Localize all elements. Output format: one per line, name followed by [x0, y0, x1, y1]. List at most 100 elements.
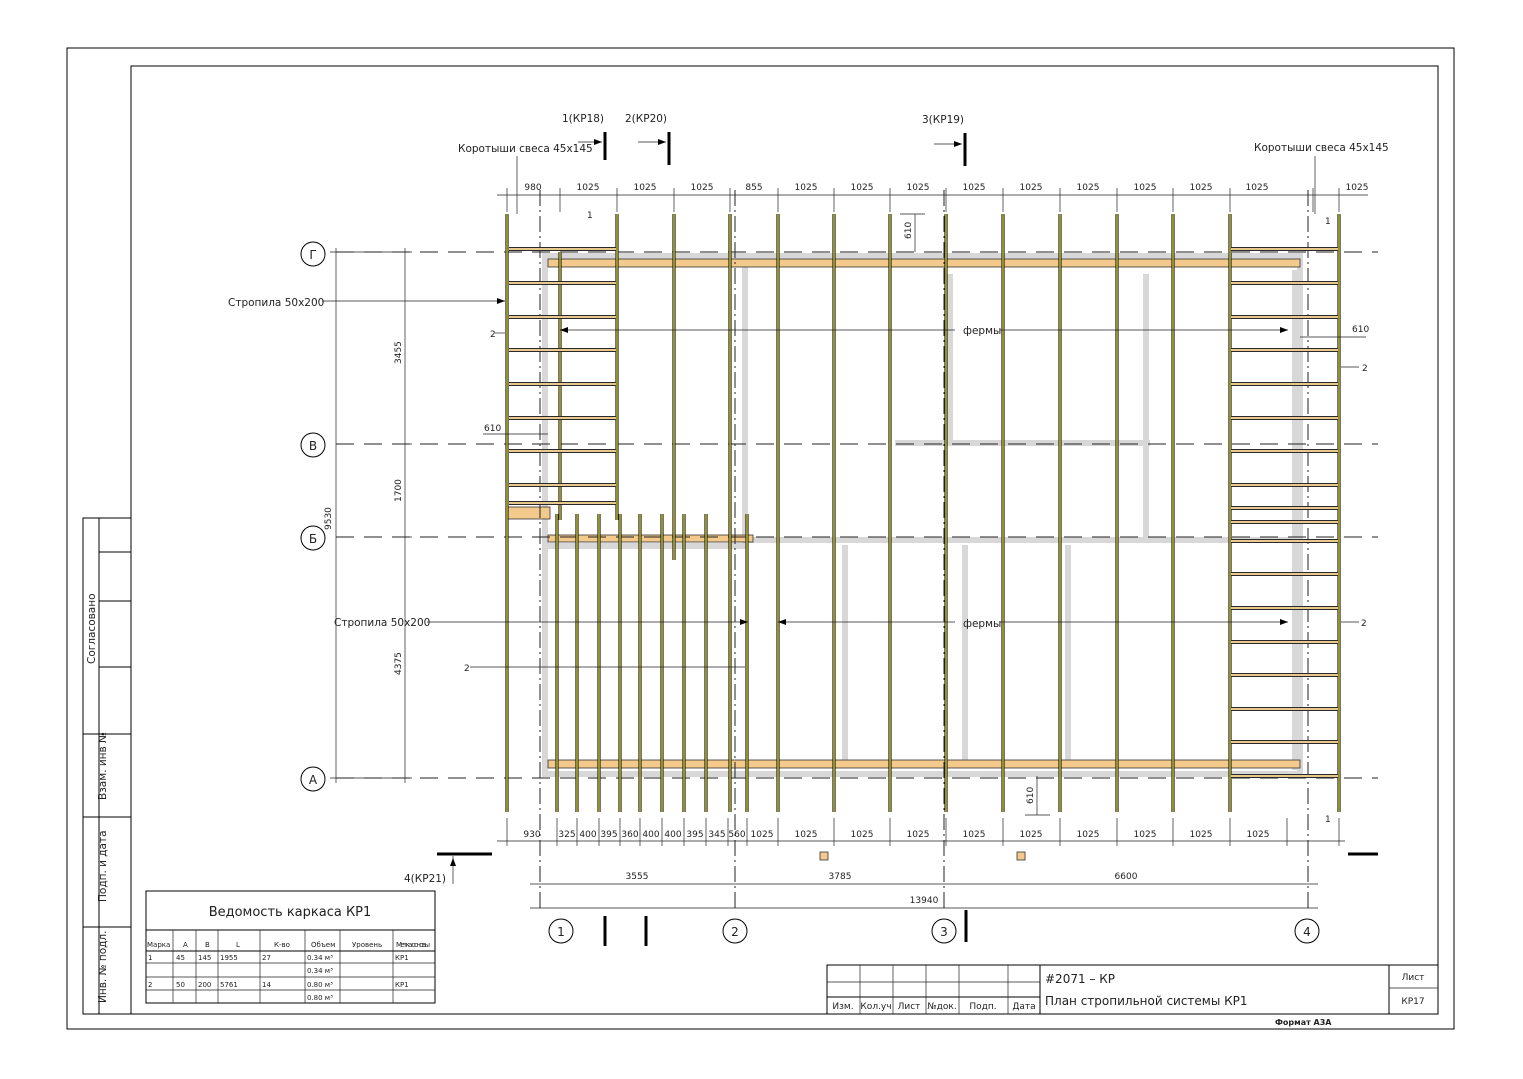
schedule-header: Объем	[311, 941, 335, 949]
schedule-cell: КР1	[395, 981, 409, 989]
axis-bubble-row: Г	[300, 241, 326, 267]
sheet-label: Лист	[1402, 973, 1425, 983]
dim-vertical: 4375	[394, 652, 404, 675]
dim-span-2-3: 3785	[829, 872, 852, 882]
dim-top-label: 1025	[634, 183, 657, 193]
tb-col-label: №док.	[927, 1002, 956, 1012]
mark-label: 2	[490, 330, 496, 340]
tb-col-label: Кол.уч	[860, 1002, 891, 1012]
stamp-inv-orig: Инв. № подл.	[97, 931, 109, 1003]
dim-top-label: 1025	[577, 183, 600, 193]
schedule-table: Ведомость каркаса КР1 Марка A B L К-во О…	[145, 890, 436, 1004]
sheet-title: План стропильной системы КР1	[1045, 994, 1248, 1008]
dim-bottom-label: 1025	[1247, 830, 1270, 840]
dim-span-3-4: 6600	[1115, 872, 1138, 882]
svg-text:1: 1	[557, 925, 565, 939]
mark-label: 2	[464, 664, 470, 674]
axis-bubble-col: 4	[1294, 918, 1320, 944]
schedule-cell: 0.34 м³	[307, 954, 333, 962]
dim-bottom-label: 395	[600, 830, 617, 840]
schedule-header: Марка	[147, 941, 170, 949]
dim-bottom-label: 395	[686, 830, 703, 840]
dim-bottom-label: 1025	[1077, 830, 1100, 840]
dim-top-label: 980	[524, 183, 541, 193]
schedule-cell: 0.34 м³	[307, 967, 333, 975]
dim-top-label: 855	[745, 183, 762, 193]
dim-bottom-label: 1025	[1134, 830, 1157, 840]
rafters-label-bottom: Стропила 50х200	[334, 617, 430, 629]
schedule-header: К-во	[274, 941, 290, 949]
axis-bubble-row: А	[300, 766, 326, 792]
trusses-label-bottom: фермы	[963, 618, 1001, 630]
dim-bottom-label: 400	[579, 830, 596, 840]
mark-label: 2	[1362, 364, 1368, 374]
stamp-sign-date: Подп. и дата	[97, 830, 109, 902]
svg-text:Б: Б	[309, 532, 317, 546]
dim-overall: 13940	[910, 896, 939, 906]
dim-bottom-label: 1025	[795, 830, 818, 840]
section-2-label: 2(КР20)	[625, 113, 667, 125]
bottom-dimension-chain: 930 325 400 395 360 400 400 395 345 560 …	[497, 818, 1345, 846]
plates	[507, 258, 1301, 769]
tb-col-label: Дата	[1012, 1002, 1035, 1012]
callouts: Коротыши свеса 45х145 Коротыши свеса 45х…	[228, 142, 1389, 825]
title-block: Изм. Кол.уч Лист №док. Подп. Дата #2071 …	[826, 964, 1439, 1027]
section-1-label: 1(КР18)	[562, 113, 604, 125]
dim-top-label: 1025	[907, 183, 930, 193]
schedule-cell: 145	[198, 954, 211, 962]
dim-top-label: 1025	[851, 183, 874, 193]
side-stamp: Согласовано Взам. инв № Подп. и дата Инв…	[82, 517, 132, 1015]
schedule-cell: 50	[176, 981, 185, 989]
mark-label: 1	[587, 211, 593, 221]
outer-frame	[66, 47, 1455, 1030]
overhang-shorts-right	[1231, 247, 1338, 778]
top-plate	[547, 258, 1301, 268]
mark-label: 1	[1325, 217, 1331, 227]
section-3-label: 3(КР19)	[922, 114, 964, 126]
tb-col-label: Изм.	[832, 1002, 853, 1012]
offset-label: 610	[1352, 325, 1369, 335]
svg-text:В: В	[309, 439, 317, 453]
schedule-header: A	[183, 941, 188, 949]
section-4-label: 4(КР21)	[404, 873, 446, 885]
mid-plate	[547, 534, 754, 543]
rafters-label-top: Стропила 50х200	[228, 297, 324, 309]
dim-vertical-total: 9530	[324, 507, 334, 530]
axis-bubbles: Г В Б А 1 2 3 4	[300, 241, 1320, 944]
top-dimension-chain: 980 1025 1025 1025 855 1025 1025 1025 10…	[497, 183, 1368, 212]
schedule-cell: 5761	[220, 981, 238, 989]
trusses-label-top: фермы	[963, 325, 1001, 337]
schedule-header: Уровень	[352, 941, 382, 949]
dim-bottom-label: 345	[708, 830, 725, 840]
dim-top-label: 1025	[691, 183, 714, 193]
offset-label: 610	[1026, 787, 1036, 804]
offset-label: 610	[484, 424, 501, 434]
svg-text:А: А	[309, 773, 318, 787]
svg-text:3: 3	[940, 925, 948, 939]
axis-bubble-row: В	[300, 432, 326, 458]
schedule-cell: 1	[148, 954, 152, 962]
dim-bottom-label: 1025	[907, 830, 930, 840]
mark-label: 2	[1361, 619, 1367, 629]
sheet-number: КР17	[1401, 997, 1424, 1007]
dim-span-1-2: 3555	[626, 872, 649, 882]
dim-bottom-label: 1025	[963, 830, 986, 840]
schedule-cell: 2	[148, 981, 152, 989]
schedule-cell: 45	[176, 954, 185, 962]
rafters	[505, 214, 1341, 812]
axis-bubble-col: 1	[548, 918, 574, 944]
dim-bottom-label: 400	[664, 830, 681, 840]
offset-label: 610	[904, 222, 914, 239]
dim-vertical: 3455	[394, 341, 404, 364]
dim-top-label: 1025	[1346, 183, 1369, 193]
overhang-label-left: Коротыши свеса 45х145	[458, 143, 593, 155]
mark-label: 1	[1325, 815, 1331, 825]
dim-bottom-label: 1025	[1190, 830, 1213, 840]
level-marker	[1016, 851, 1026, 861]
svg-text:2: 2	[731, 925, 739, 939]
schedule-header: Метка основы	[396, 941, 430, 949]
schedule-cell: 1955	[220, 954, 238, 962]
schedule-cell: КР1	[395, 954, 409, 962]
schedule-cell: 0.80 м³	[307, 994, 333, 1002]
dim-vertical: 1700	[394, 479, 404, 502]
